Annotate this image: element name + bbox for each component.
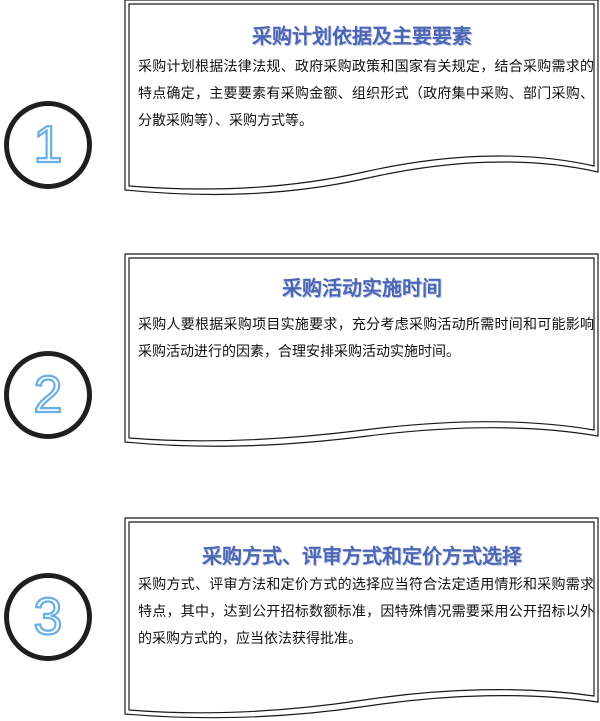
card-title: 采购方式、评审方式和定价方式选择 bbox=[202, 544, 522, 568]
card-title: 采购活动实施时间 bbox=[282, 276, 442, 300]
card-body: 采购计划根据法律法规、政府采购政策和国家有关规定，结合采购需求的特点确定，主要要… bbox=[138, 59, 594, 129]
number-circle-2: 2 bbox=[4, 351, 92, 439]
card-body: 采购方式、评审方法和定价方式的选择应当符合法定适用情形和采购需求特点，其中，达到… bbox=[138, 577, 594, 647]
svg-text:3: 3 bbox=[34, 588, 63, 646]
card-body: 采购人要根据采购项目实施要求，充分考虑采购活动所需时间和可能影响采购活动进行的因… bbox=[138, 317, 594, 360]
numeral-3-icon: 3 bbox=[32, 587, 63, 647]
card-2: 采购活动实施时间 采购人要根据采购项目实施要求，充分考虑采购活动所需时间和可能影… bbox=[124, 253, 600, 447]
card-3: 采购方式、评审方式和定价方式选择 采购方式、评审方法和定价方式的选择应当符合法定… bbox=[124, 517, 600, 719]
svg-text:2: 2 bbox=[34, 366, 63, 424]
numeral-2-icon: 2 bbox=[32, 365, 63, 425]
card-frame bbox=[124, 253, 599, 447]
svg-text:1: 1 bbox=[34, 116, 63, 174]
card-title: 采购计划依据及主要要素 bbox=[252, 24, 472, 48]
card-1: 采购计划依据及主要要素 采购计划根据法律法规、政府采购政策和国家有关规定，结合采… bbox=[124, 0, 600, 196]
card-frame bbox=[124, 517, 599, 719]
card-frame bbox=[124, 0, 599, 196]
numeral-1-icon: 1 bbox=[32, 115, 63, 175]
number-circle-3: 3 bbox=[4, 573, 92, 661]
number-circle-1: 1 bbox=[4, 101, 92, 189]
